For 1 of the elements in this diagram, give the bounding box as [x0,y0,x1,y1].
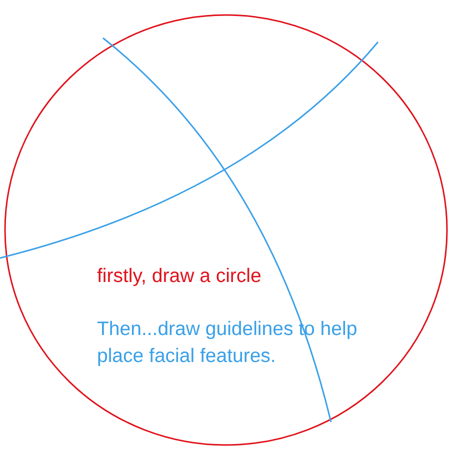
instruction-text: firstly, draw a circle [97,264,262,289]
